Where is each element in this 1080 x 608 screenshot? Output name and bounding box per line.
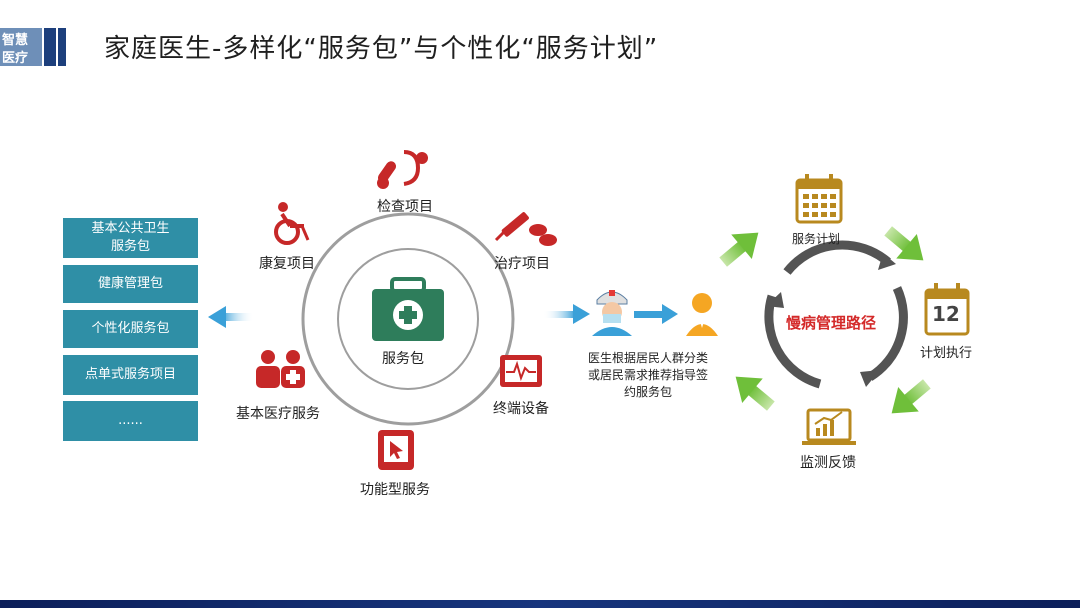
monitor-device-icon (500, 355, 542, 387)
left-item-on-demand: 点单式服务项目 (63, 355, 198, 395)
monitor-chart-icon (802, 408, 856, 445)
node-label-treatment: 治疗项目 (494, 256, 550, 272)
doctor-icon (592, 290, 632, 336)
green-arrow-bottom-left (735, 376, 775, 411)
middle-arrow-1 (543, 304, 590, 324)
green-arrow-top-right (884, 226, 924, 261)
cycle-title: 慢病管理路径 (786, 314, 877, 332)
left-item-personalized: 个性化服务包 (63, 310, 198, 348)
cycle-ring (764, 240, 908, 389)
thermometer-stethoscope-icon (377, 150, 428, 189)
syringe-pills-icon (494, 212, 557, 246)
center-label: 服务包 (382, 351, 424, 367)
node-label-terminal: 终端设备 (493, 401, 549, 417)
calendar-icon (795, 174, 843, 224)
left-arrow (208, 306, 254, 328)
medical-kit-icon (372, 277, 444, 341)
person-icon (686, 293, 718, 336)
node-label-basic-medical: 基本医疗服务 (236, 406, 320, 422)
bottom-bar (0, 600, 1080, 608)
middle-arrow-2 (634, 304, 678, 324)
cycle-step-monitor: 监测反馈 (800, 455, 856, 471)
doctor-nurse-icon (256, 350, 305, 388)
green-arrow-bottom-right (891, 379, 931, 414)
logo-mark: 智慧 医疗 (0, 28, 66, 66)
page-title: 家庭医生-多样化“服务包”与个性化“服务计划” (104, 34, 659, 64)
svg-text:智慧: 智慧 (2, 32, 28, 48)
inner-ring (337, 248, 479, 390)
left-item-public-health: 基本公共卫生 服务包 (63, 218, 198, 258)
calendar-number: 12 (932, 302, 960, 326)
green-arrow-top-left (719, 232, 759, 267)
left-item-health-mgmt: 健康管理包 (63, 265, 198, 303)
node-label-exam: 检查项目 (377, 199, 433, 215)
cycle-step-plan: 服务计划 (792, 232, 841, 246)
wheelchair-icon (274, 202, 310, 245)
left-item-more: ...... (63, 401, 198, 441)
node-label-functional: 功能型服务 (360, 482, 430, 498)
calendar-12-icon (924, 283, 970, 336)
node-label-rehab: 康复项目 (259, 256, 315, 272)
outer-ring (301, 212, 515, 426)
recommendation-text: 医生根据居民人群分类或居民需求推荐指导签约服务包 (587, 351, 708, 399)
svg-text:医疗: 医疗 (2, 50, 28, 66)
tablet-cursor-icon (378, 430, 414, 470)
cycle-step-execute: 计划执行 (920, 346, 973, 361)
